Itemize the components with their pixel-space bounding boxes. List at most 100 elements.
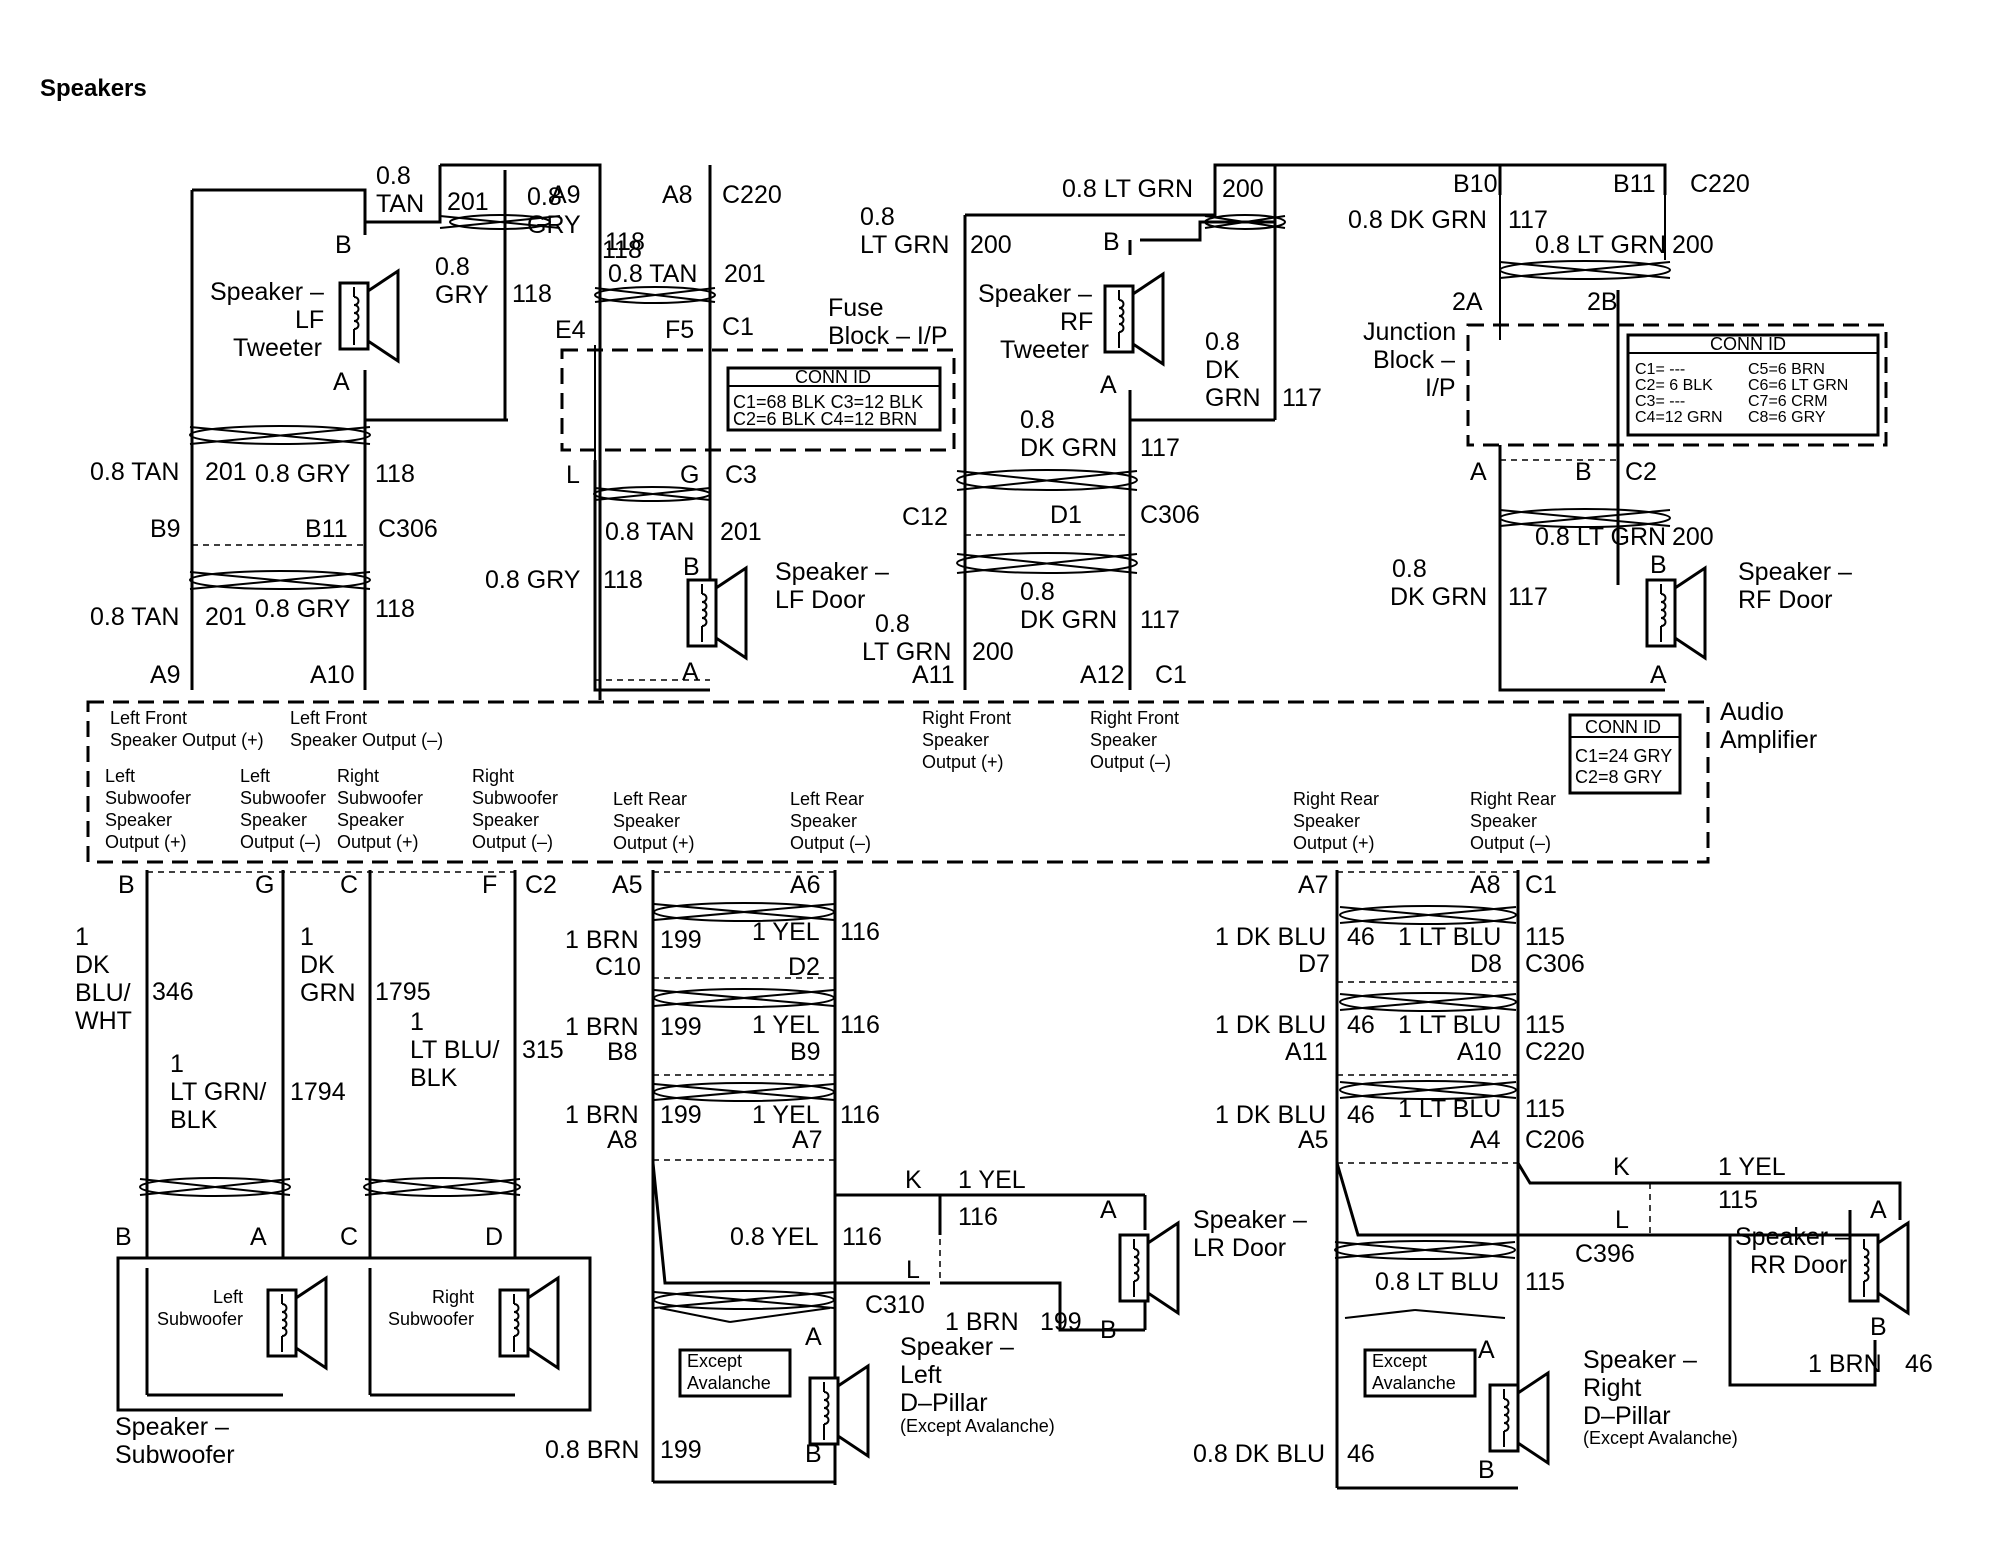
wire-1-lt-blu-a4: 1 LT BLU: [1398, 1095, 1501, 1123]
pin-d1: D1: [1050, 501, 1082, 529]
pin-2a: 2A: [1452, 288, 1483, 316]
left-dpillar-note: (Except Avalanche): [900, 1416, 1055, 1436]
pin-a-lf-door: A: [682, 658, 699, 686]
circuit-46-a5: 46: [1347, 1101, 1375, 1129]
amp-conn-id-title: CONN ID: [1585, 717, 1661, 737]
pin-a8-lr: A8: [607, 1126, 638, 1154]
pin-b-left-dpillar: B: [805, 1440, 822, 1468]
wire-1-brn-rr: 1 BRN: [1808, 1350, 1882, 1378]
circuit-115-08: 115: [1525, 1268, 1565, 1296]
circuit-46-a11: 46: [1347, 1011, 1375, 1039]
connector-c220-rr: C220: [1525, 1038, 1585, 1066]
connector-c310: C310: [865, 1291, 925, 1319]
pin-d-sub: D: [485, 1223, 503, 1251]
lf-door-label: Speaker –LF Door: [775, 558, 889, 614]
left-rear-circuit: [651, 870, 1180, 1485]
circuit-117-rf-door: 117: [1508, 583, 1548, 611]
pin-g-lsub: G: [255, 871, 274, 899]
wire-08-tan-b9: 0.8 TAN: [90, 458, 179, 486]
pin-l-rr: L: [1615, 1206, 1629, 1234]
pin-b-sub: B: [115, 1223, 132, 1251]
pin-a8: A8: [662, 181, 693, 209]
circuit-201-2: 201: [724, 260, 766, 288]
circuit-201: 201: [447, 188, 489, 216]
pin-g-fuse: G: [680, 461, 699, 489]
connector-c2-jb: C2: [1625, 458, 1657, 486]
jb-conn-left-2: C2= 6 BLK: [1635, 377, 1713, 394]
circuit-117-a12: 117: [1140, 606, 1180, 634]
wire-1-dk-blu-a11: 1 DK BLU: [1215, 1011, 1326, 1039]
pin-a5: A5: [612, 871, 643, 899]
pin-a10-rr: A10: [1457, 1038, 1501, 1066]
pin-b-right-dpillar: B: [1478, 1456, 1495, 1484]
pin-a11: A11: [912, 661, 955, 689]
wire-08-gry-a10: 0.8 GRY: [255, 595, 351, 623]
fuse-block: [560, 345, 956, 692]
connector-c396: C396: [1575, 1240, 1635, 1268]
wire-1-lt-blu-a10: 1 LT BLU: [1398, 1011, 1501, 1039]
pin-a8-rr: A8: [1470, 871, 1501, 899]
pin-c-rsub: C: [340, 871, 358, 899]
pin-b-lsub: B: [118, 871, 135, 899]
pin-a-sub: A: [250, 1223, 267, 1251]
circuit-117-b10: 117: [1508, 206, 1548, 234]
circuit-200-rf: 200: [970, 231, 1012, 259]
circuit-200-top: 200: [1222, 175, 1264, 203]
connector-c2-sub: C2: [525, 871, 557, 899]
pin-b-jb: B: [1575, 458, 1592, 486]
connector-c220-left: C220: [722, 181, 782, 209]
right-dpillar-note: (Except Avalanche): [1583, 1428, 1738, 1448]
rf-door-label: Speaker –RF Door: [1738, 558, 1852, 614]
circuit-199-08: 199: [660, 1436, 702, 1464]
lf-door-speaker-icon: [686, 566, 748, 660]
pin-a6: A6: [790, 871, 821, 899]
pin-a-rf-door: A: [1650, 661, 1667, 689]
pin-b: B: [335, 231, 352, 259]
wire-1-yel-a7: 1 YEL: [752, 1101, 820, 1129]
fuse-conn-id-row1: C1=68 BLK C3=12 BLK: [733, 392, 923, 412]
page-title: Speakers: [40, 75, 147, 102]
pin-d2: D2: [788, 953, 820, 981]
pin-a: A: [333, 368, 350, 396]
pin-a7-rr: A7: [1298, 871, 1329, 899]
wire-08-lt-grn-top: 0.8 LT GRN: [1062, 175, 1193, 203]
wire-08-brn: 0.8 BRN: [545, 1436, 639, 1464]
jb-conn-left-1: C1= ---: [1635, 361, 1685, 378]
pin-b-lf-door: B: [683, 553, 700, 581]
pin-a10-amp: A10: [310, 661, 354, 689]
audio-amplifier: [86, 700, 1710, 864]
circuit-115-rr: 115: [1718, 1186, 1758, 1214]
pin-b-rf-door: B: [1650, 551, 1667, 579]
circuit-199-a8: 199: [660, 1101, 702, 1129]
pin-c-sub: C: [340, 1223, 358, 1251]
pin-b11-top: B11: [1613, 170, 1656, 198]
circuit-117-c12: 117: [1140, 434, 1180, 462]
wire-08-yel: 0.8 YEL: [730, 1223, 819, 1251]
pin-d8: D8: [1470, 950, 1502, 978]
lf-tweeter-circuit: [189, 163, 716, 700]
circuit-118-b11: 118: [375, 460, 415, 488]
pin-f5: F5: [665, 316, 694, 344]
